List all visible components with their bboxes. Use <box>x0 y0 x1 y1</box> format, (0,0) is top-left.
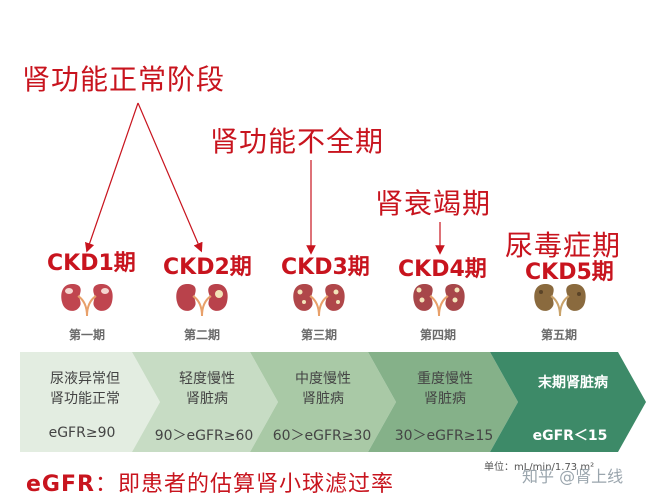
progression-band <box>20 352 646 452</box>
band-segment-4 <box>368 352 518 452</box>
watermark: 知乎 @肾上线 <box>522 467 624 486</box>
stage4-description: 重度慢性肾脏病 <box>417 371 473 407</box>
arrow-normal-to-ckd1 <box>85 102 139 253</box>
ckd4-label: CKD4期 <box>398 257 487 282</box>
stage2-description: 轻度慢性肾脏病 <box>179 371 235 407</box>
band-segment-1 <box>20 352 160 452</box>
stage5-egfr: eGFR＜15 <box>532 428 608 444</box>
stage-label-1: 第一期 <box>68 328 105 342</box>
unit-note: 单位：mL/min/1.73 m² <box>484 462 595 473</box>
ckd1-label: CKD1期 <box>47 251 136 276</box>
stage3-description: 中度慢性肾脏病 <box>295 371 351 407</box>
kidney-icon <box>293 284 345 316</box>
stage3-egfr: 60＞eGFR≥30 <box>272 428 372 444</box>
stage-label-4: 第四期 <box>419 328 456 342</box>
egfr-term: eGFR <box>26 472 95 497</box>
title-uremia-stage: 尿毒症期 <box>505 229 622 262</box>
ckd3-label: CKD3期 <box>281 255 370 280</box>
title-insufficiency-stage: 肾功能不全期 <box>210 125 385 158</box>
band-segment-3 <box>250 352 396 452</box>
title-failure-stage: 肾衰竭期 <box>375 187 492 220</box>
kidney-icon <box>176 284 228 316</box>
band-segment-2 <box>132 352 278 452</box>
title-normal-stage: 肾功能正常阶段 <box>22 63 226 96</box>
stage-label-5: 第五期 <box>540 328 577 342</box>
stage-label-2: 第二期 <box>183 328 220 342</box>
band-segment-5 <box>490 352 646 452</box>
stage4-egfr: 30＞eGFR≥15 <box>394 428 494 444</box>
kidney-icon <box>413 284 465 316</box>
kidney-icon <box>534 284 586 316</box>
arrow-normal-to-ckd2 <box>137 102 203 253</box>
stage-label-3: 第三期 <box>300 328 337 342</box>
stage1-egfr: eGFR≥90 <box>48 425 116 441</box>
egfr-explanation: ：即患者的估算肾小球滤过率 <box>94 472 394 497</box>
egfr-definition: eGFR：即患者的估算肾小球滤过率 <box>26 466 394 498</box>
kidney-icon <box>61 284 113 316</box>
stage5-description: 末期肾脏病 <box>538 375 608 391</box>
stage2-egfr: 90＞eGFR≥60 <box>154 428 254 444</box>
stage1-description: 尿液异常但肾功能正常 <box>50 371 120 407</box>
ckd5-label: CKD5期 <box>525 260 614 285</box>
ckd2-label: CKD2期 <box>163 255 252 280</box>
